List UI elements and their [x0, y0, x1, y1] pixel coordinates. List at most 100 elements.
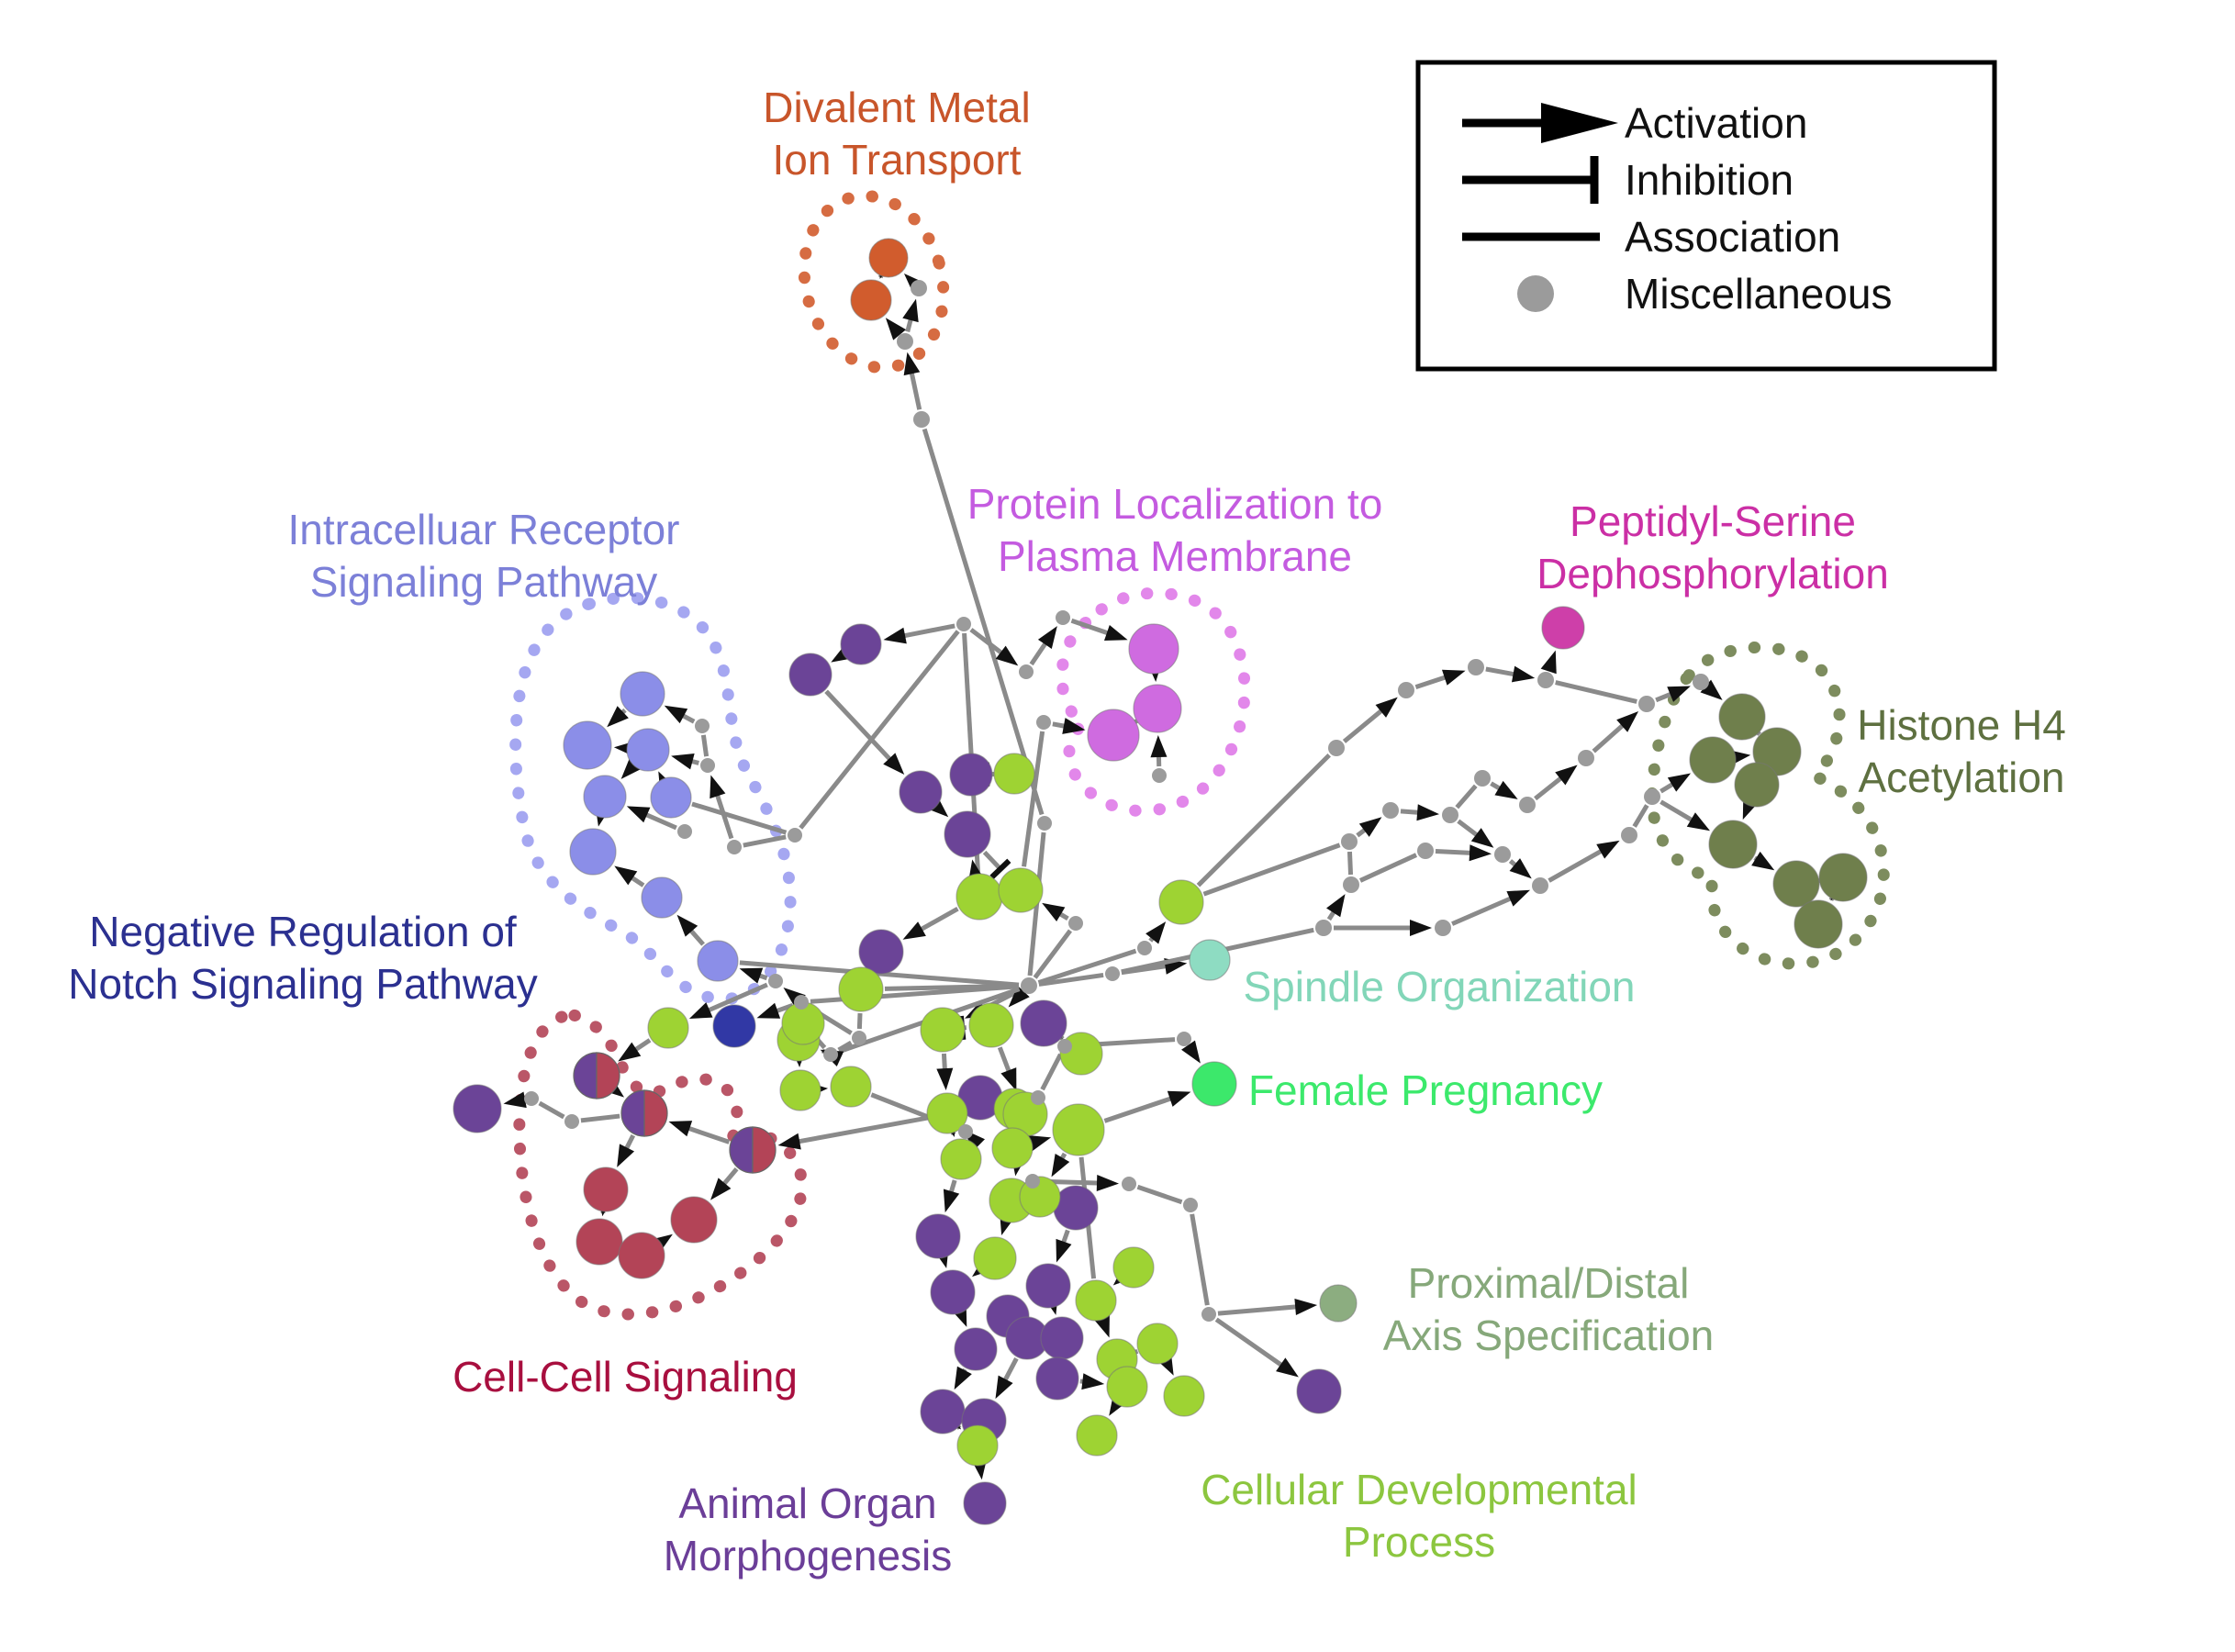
- edge-activation: [969, 628, 1005, 657]
- edge-association: [1037, 948, 1137, 985]
- edge-association: [1038, 972, 1104, 987]
- activation-arrowhead-icon: [1062, 718, 1086, 734]
- activation-arrowhead-icon: [607, 706, 629, 728]
- activation-arrowhead-icon: [903, 352, 921, 376]
- edge-activation: [705, 982, 768, 1014]
- edge-association: [1022, 731, 1045, 867]
- edge-association: [700, 734, 710, 757]
- edge-activation: [1457, 819, 1481, 839]
- node-animal-organ-morphogenesis: [840, 623, 882, 665]
- activation-arrowhead-icon: [1616, 710, 1639, 732]
- edge-activation: [685, 1125, 731, 1144]
- node-miscellaneous: [913, 411, 930, 428]
- node-animal-organ-morphogenesis: [915, 1213, 961, 1259]
- activation-arrowhead-icon: [1104, 624, 1128, 641]
- node-miscellaneous: [1537, 672, 1554, 688]
- node-shared-cell-cell-morphogenesis: [620, 1089, 668, 1137]
- node-intracellular-receptor-signaling: [626, 728, 670, 772]
- node-miscellaneous: [1341, 833, 1358, 850]
- node-miscellaneous: [677, 824, 692, 839]
- cluster-label-intracellular-receptor-signaling: Intracelluar Receptor: [288, 506, 680, 553]
- node-miscellaneous: [956, 617, 971, 631]
- activation-arrowhead-icon: [710, 775, 726, 799]
- activation-arrowhead-icon: [1596, 840, 1620, 859]
- node-miscellaneous: [1468, 659, 1484, 675]
- node-cellular-developmental-process: [955, 873, 1003, 921]
- activation-arrowhead-icon: [739, 967, 764, 984]
- activation-arrowhead-icon: [1167, 1090, 1191, 1107]
- split-node-right-half: [596, 1052, 620, 1099]
- node-miscellaneous: [1152, 768, 1167, 783]
- node-animal-organ-morphogenesis: [858, 929, 904, 975]
- edge-association: [1632, 804, 1649, 828]
- miscellaneous-dot-icon: [1517, 275, 1554, 312]
- activation-arrowhead-icon: [1700, 679, 1723, 700]
- edge-activation: [1342, 707, 1385, 743]
- node-miscellaneous: [695, 719, 710, 733]
- edge-association: [1555, 680, 1637, 704]
- node-cellular-developmental-process: [920, 1007, 966, 1053]
- edge-activation: [1485, 666, 1517, 677]
- activation-arrowhead-icon: [620, 757, 643, 779]
- node-animal-organ-morphogenesis: [1053, 1185, 1099, 1231]
- node-miscellaneous: [823, 1047, 838, 1062]
- activation-arrowhead-icon: [1042, 902, 1066, 921]
- edge-activation: [1659, 799, 1696, 824]
- node-animal-organ-morphogenesis: [1296, 1368, 1342, 1414]
- cluster-label-proximal-distal-axis-specification: Axis Specification: [1383, 1312, 1715, 1359]
- activation-arrowhead-icon: [1555, 765, 1578, 786]
- activation-arrowhead-icon: [885, 318, 907, 340]
- node-miscellaneous: [1644, 788, 1660, 805]
- activation-arrowhead-icon: [1375, 697, 1398, 718]
- node-miscellaneous: [1494, 846, 1511, 863]
- activation-arrowhead-icon: [1027, 1135, 1052, 1152]
- edge-activation: [1451, 895, 1514, 926]
- node-miscellaneous: [1137, 941, 1152, 955]
- edge-association: [1190, 1213, 1210, 1306]
- edge-association: [691, 801, 788, 835]
- cluster-label-animal-organ-morphogenesis: Animal Organ: [678, 1479, 936, 1527]
- activation-arrowhead-icon: [995, 645, 1019, 666]
- node-intracellular-receptor-signaling: [641, 876, 683, 919]
- activation-arrowhead-icon: [671, 753, 695, 770]
- node-cellular-developmental-process: [1075, 1279, 1117, 1322]
- node-cellular-developmental-process: [926, 1092, 968, 1134]
- node-intracellular-receptor-signaling: [650, 776, 692, 819]
- node-miscellaneous: [1382, 802, 1399, 819]
- activation-arrowhead-icon: [503, 1091, 527, 1109]
- cluster-label-divalent-metal-ion-transport: Ion Transport: [772, 136, 1021, 184]
- node-animal-organ-morphogenesis: [954, 1327, 998, 1371]
- edge-association: [1347, 851, 1354, 876]
- node-protein-localization-plasma-membrane: [1087, 709, 1140, 762]
- cluster-outline-histone-h4-acetylation: [1646, 642, 1890, 970]
- activation-arrowhead-icon: [1511, 665, 1536, 683]
- edge-association: [1136, 1184, 1183, 1205]
- node-cellular-developmental-process: [993, 753, 1035, 795]
- node-miscellaneous: [1037, 816, 1052, 831]
- activation-arrowhead-icon: [1051, 1154, 1070, 1178]
- node-cellular-developmental-process: [1076, 1414, 1118, 1457]
- edge-association: [856, 1012, 863, 1030]
- edge-activation: [909, 369, 922, 410]
- edge-association: [743, 834, 787, 848]
- activation-arrowhead-icon: [902, 921, 926, 940]
- cluster-outline-intracellular-receptor-signaling: [509, 592, 797, 1006]
- edge-activation: [1435, 849, 1474, 855]
- edge-activation: [1070, 618, 1112, 637]
- edge-activation: [1217, 1304, 1300, 1316]
- activation-arrowhead-icon: [617, 1144, 635, 1167]
- node-shared-cell-cell-morphogenesis: [573, 1052, 620, 1099]
- edge-association: [580, 1113, 620, 1123]
- node-miscellaneous: [958, 1124, 973, 1139]
- split-node-left-half: [573, 1052, 598, 1099]
- activation-arrowhead-icon: [1008, 985, 1030, 1008]
- activation-arrowhead-icon: [936, 1067, 954, 1091]
- node-animal-organ-morphogenesis: [920, 1389, 966, 1434]
- activation-arrowhead-icon: [1751, 851, 1775, 871]
- edge-association: [538, 1100, 565, 1120]
- activation-arrowhead-icon: [1000, 1067, 1017, 1091]
- cluster-label-spindle-organization: Spindle Organization: [1243, 963, 1635, 1010]
- node-histone-h4-acetylation: [1818, 853, 1868, 902]
- node-cell-cell-signaling: [576, 1218, 623, 1266]
